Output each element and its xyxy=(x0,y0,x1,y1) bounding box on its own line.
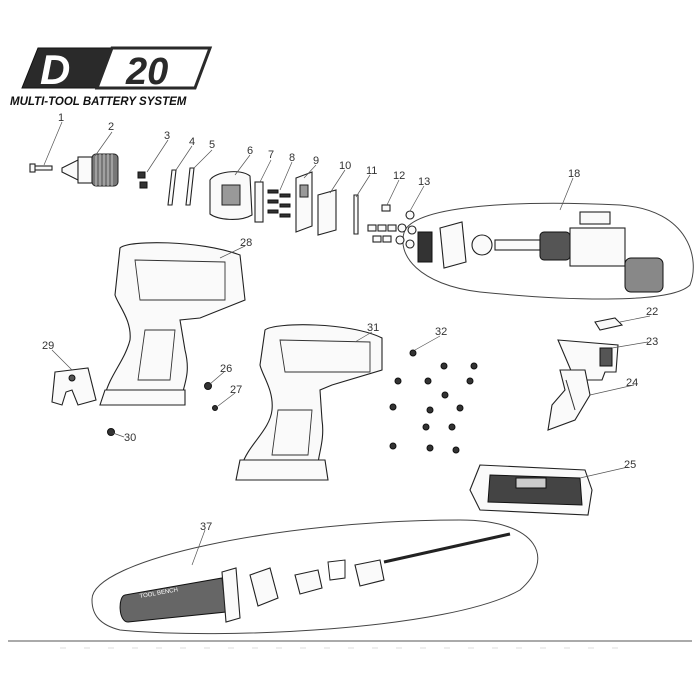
part-25-battery xyxy=(469,464,593,516)
callout-1: 1 xyxy=(58,112,64,124)
leader-lines xyxy=(43,121,651,566)
callout-12: 12 xyxy=(393,170,405,182)
logo-tagline: MULTI-TOOL BATTERY SYSTEM xyxy=(10,96,187,108)
callout-5: 5 xyxy=(209,139,215,151)
brand-logo: D 20 MULTI-TOOL BATTERY SYSTEM xyxy=(10,46,213,108)
callout-8: 8 xyxy=(289,152,295,164)
part-7-gear-stage xyxy=(254,181,264,223)
callout-7: 7 xyxy=(268,149,274,161)
part-2-chuck xyxy=(61,153,119,187)
part-27-screw xyxy=(212,405,218,411)
callout-3: 3 xyxy=(164,130,170,142)
callout-26: 26 xyxy=(220,363,232,375)
callout-29: 29 xyxy=(42,340,54,352)
part-12-washers xyxy=(367,204,397,243)
motor-group-outline xyxy=(402,202,694,300)
callout-31: 31 xyxy=(367,322,379,334)
part-18-motor-assembly xyxy=(417,211,664,293)
part-6-gear-ring xyxy=(209,171,253,220)
part-29-clip xyxy=(51,367,97,406)
part-28-left-housing xyxy=(99,242,246,406)
callout-6: 6 xyxy=(247,145,253,157)
callout-2: 2 xyxy=(108,121,114,133)
callout-23: 23 xyxy=(646,336,658,348)
callout-10: 10 xyxy=(339,160,351,172)
part-22-switch-cap xyxy=(594,317,624,331)
part-1-screw xyxy=(29,163,53,173)
part-5-pin xyxy=(185,167,195,206)
callout-13: 13 xyxy=(418,176,430,188)
callout-37: 37 xyxy=(200,521,212,533)
callout-22: 22 xyxy=(646,306,658,318)
callout-18: 18 xyxy=(568,168,580,180)
part-32-screw-set xyxy=(389,349,478,454)
handle-group-outline xyxy=(91,519,539,635)
callout-9: 9 xyxy=(313,155,319,167)
logo-number: 20 xyxy=(125,51,168,93)
part-37-side-handle: TOOL BENCH xyxy=(119,532,511,623)
part-31-right-housing xyxy=(235,324,383,481)
callout-11: 11 xyxy=(366,165,377,177)
part-13-bearings xyxy=(395,210,417,249)
part-8-pins xyxy=(267,189,291,218)
part-30-screw xyxy=(107,428,115,436)
part-4-pin xyxy=(167,169,177,206)
callout-25: 25 xyxy=(624,459,636,471)
part-26-screw xyxy=(204,382,212,390)
logo-number-block xyxy=(94,46,213,90)
part-3-screws xyxy=(137,171,148,189)
part-9-plate xyxy=(295,171,313,233)
callout-32: 32 xyxy=(435,326,447,338)
callout-labels: 1 2 3 4 5 6 7 8 9 10 11 12 13 18 22 23 2… xyxy=(42,112,658,533)
part-24-trigger xyxy=(547,369,591,431)
callout-28: 28 xyxy=(240,237,252,249)
callout-24: 24 xyxy=(626,377,638,389)
callout-4: 4 xyxy=(189,136,195,148)
callout-30: 30 xyxy=(124,432,136,444)
part-10-plate xyxy=(317,189,337,236)
part-11-shaft xyxy=(353,194,359,235)
callout-27: 27 xyxy=(230,384,242,396)
logo-mark: D xyxy=(40,46,70,93)
